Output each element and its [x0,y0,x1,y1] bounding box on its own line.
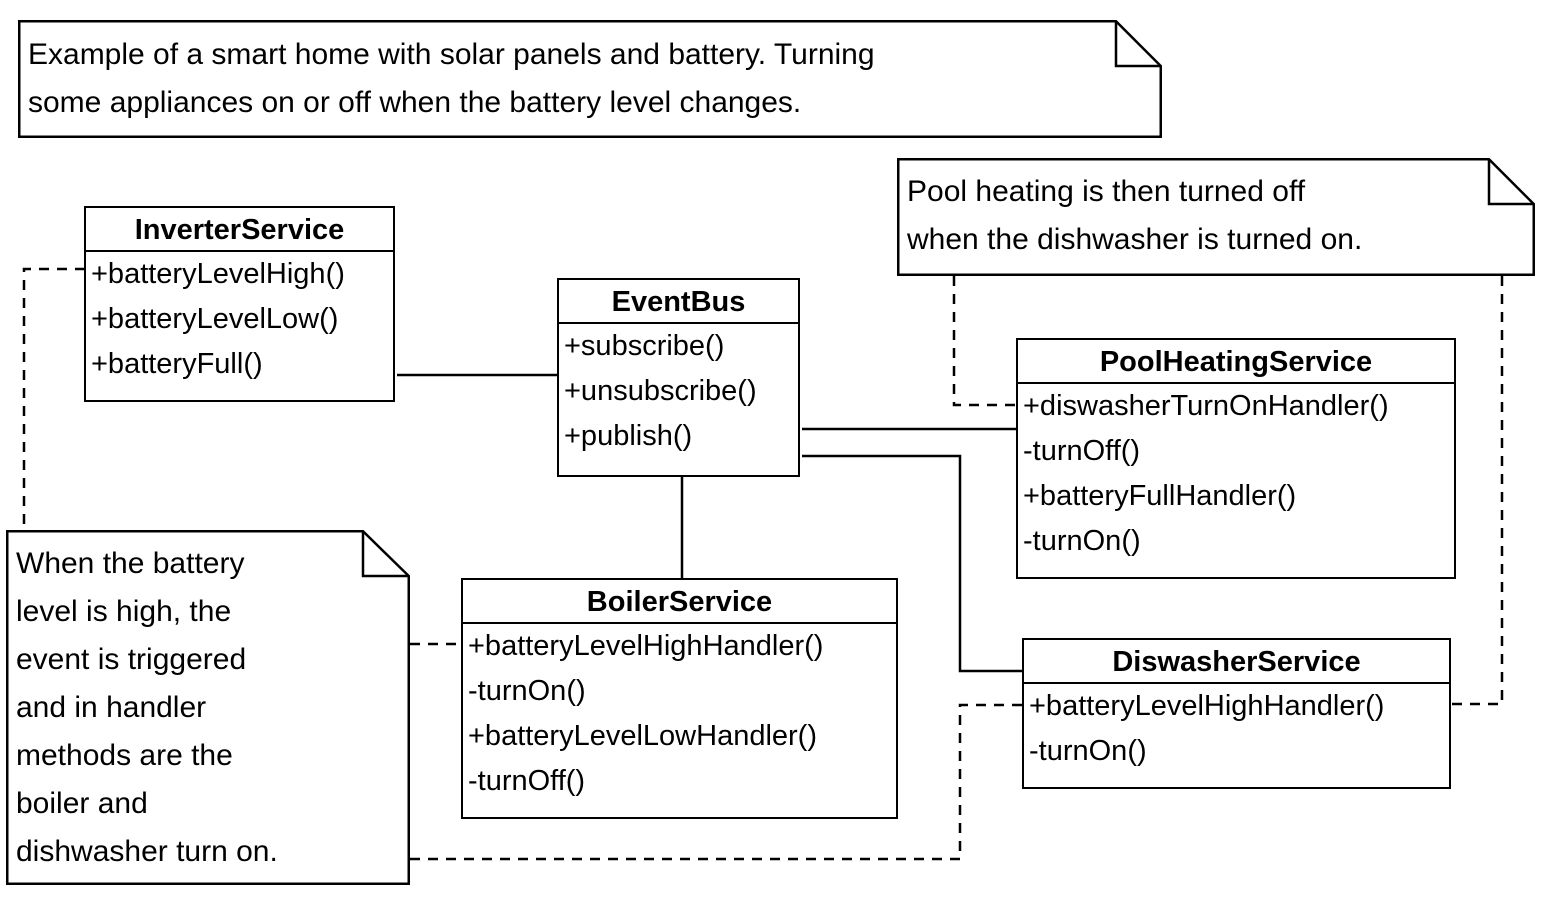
method-list: +diswasherTurnOnHandler() -turnOff() +ba… [1018,384,1454,568]
anchor-inverter-battery-note [22,267,85,530]
note-battery-line: boiler and [16,787,148,820]
method-list: +subscribe() +unsubscribe() +publish() [559,324,798,463]
note-battery-line: event is triggered [16,643,247,676]
class-name: BoilerService [463,580,896,624]
note-shape [6,530,410,885]
note-shape [897,158,1535,276]
note-pool-line: when the dishwasher is turned on. [907,223,1363,256]
note-battery-line: When the battery [16,547,245,580]
note-battery-text: When the battery level is high, the even… [16,540,410,876]
class-name: EventBus [559,280,798,324]
method: +batteryLevelLowHandler() [468,720,817,752]
class-diswasher-service: DiswasherService +batteryLevelHighHandle… [1022,638,1451,789]
method: +batteryLevelLow() [91,303,339,335]
class-event-bus: EventBus +subscribe() +unsubscribe() +pu… [557,278,800,477]
method: -turnOn() [1029,735,1147,767]
note-pool-line: Pool heating is then turned off [907,175,1306,208]
method: -turnOn() [1023,525,1141,557]
note-battery-level: When the battery level is high, the even… [6,530,410,885]
anchor-pool-note-pool [952,276,1017,407]
note-battery-line: level is high, the [16,595,232,628]
method-list: +batteryLevelHigh() +batteryLevelLow() +… [86,252,393,391]
note-battery-line: dishwasher turn on. [16,835,278,868]
method: +batteryFull() [91,348,263,380]
method: +batteryLevelHigh() [91,258,345,290]
method: -turnOff() [468,765,586,797]
method-list: +batteryLevelHighHandler() -turnOn() +ba… [463,624,896,808]
note-pool-text: Pool heating is then turned off when the… [907,168,1535,264]
note-shape [18,20,1162,138]
method-list: +batteryLevelHighHandler() -turnOn() [1024,684,1449,778]
note-battery-line: methods are the [16,739,233,772]
class-name: DiswasherService [1024,640,1449,684]
class-pool-heating-service: PoolHeatingService +diswasherTurnOnHandl… [1016,338,1456,579]
method: +subscribe() [564,330,725,362]
class-inverter-service: InverterService +batteryLevelHigh() +bat… [84,206,395,402]
method: +diswasherTurnOnHandler() [1023,390,1389,422]
method: +publish() [564,420,693,452]
method: -turnOff() [1023,435,1141,467]
method: +batteryLevelHighHandler() [468,630,824,662]
method: -turnOn() [468,675,586,707]
note-intro-line: Example of a smart home with solar panel… [28,38,875,71]
class-name: InverterService [86,208,393,252]
anchor-pool-note-dishwasher [1449,276,1504,706]
note-intro-line: some appliances on or off when the batte… [28,86,802,119]
class-boiler-service: BoilerService +batteryLevelHighHandler()… [461,578,898,819]
method: +unsubscribe() [564,375,757,407]
method: +batteryFullHandler() [1023,480,1297,512]
anchor-battery-note-dishwasher [410,703,1023,861]
note-battery-line: and in handler [16,691,207,724]
note-intro: Example of a smart home with solar panel… [18,20,1162,138]
assoc-eventbus-dishwasher [802,454,1023,673]
class-name: PoolHeatingService [1018,340,1454,384]
note-pool-heating: Pool heating is then turned off when the… [897,158,1535,276]
method: +batteryLevelHighHandler() [1029,690,1385,722]
note-intro-text: Example of a smart home with solar panel… [28,31,1162,127]
